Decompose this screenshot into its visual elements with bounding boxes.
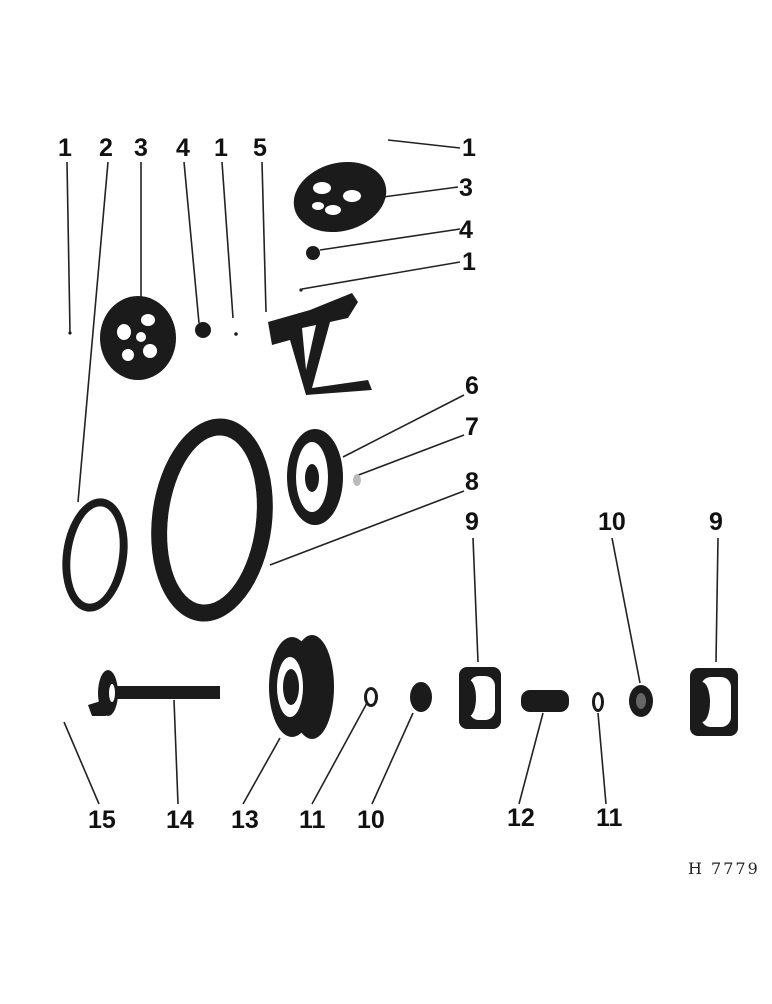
callout-13: 13 (231, 806, 259, 834)
callout-11: 11 (596, 804, 623, 832)
callout-1: 1 (214, 134, 228, 162)
nut-upper (306, 246, 320, 260)
callout-12: 12 (507, 804, 535, 832)
bracket (268, 293, 372, 395)
pin-left (234, 332, 238, 336)
callout-3: 3 (134, 134, 148, 162)
pin-upper (299, 288, 303, 292)
callout-1: 1 (462, 248, 476, 276)
nut-left (195, 322, 211, 338)
bearing-left (410, 682, 432, 712)
pulley (287, 429, 343, 525)
flange-right (690, 668, 738, 736)
shaft (88, 670, 220, 716)
callout-9: 9 (709, 508, 723, 536)
callout-4: 4 (176, 134, 190, 162)
snap-ring-right (592, 692, 604, 712)
spacer (521, 690, 569, 712)
drive-sprocket (269, 635, 334, 739)
sprocket-left (100, 296, 176, 380)
callout-7: 7 (465, 413, 479, 441)
callout-14: 14 (166, 806, 194, 834)
bearing-right (629, 685, 653, 717)
figure-code: H 7779 (688, 859, 760, 878)
callout-4: 4 (459, 216, 473, 244)
callout-5: 5 (253, 134, 267, 162)
callout-3: 3 (459, 174, 473, 202)
belt-large (151, 418, 273, 622)
washer (353, 474, 361, 486)
belt-small (62, 498, 128, 612)
callout-8: 8 (465, 468, 479, 496)
callout-9: 9 (465, 508, 479, 536)
callout-6: 6 (465, 372, 479, 400)
snap-ring-left (364, 687, 378, 707)
callout-11: 11 (299, 806, 326, 834)
flange-left (459, 667, 501, 729)
leader-lines (63, 139, 719, 805)
callout-1: 1 (58, 134, 72, 162)
callout-10: 10 (357, 806, 385, 834)
sprocket-upper (293, 161, 387, 233)
callout-10: 10 (598, 508, 626, 536)
pin-far-left (68, 331, 72, 335)
callout-15: 15 (88, 806, 116, 834)
callout-2: 2 (99, 134, 113, 162)
callout-1: 1 (462, 134, 476, 162)
